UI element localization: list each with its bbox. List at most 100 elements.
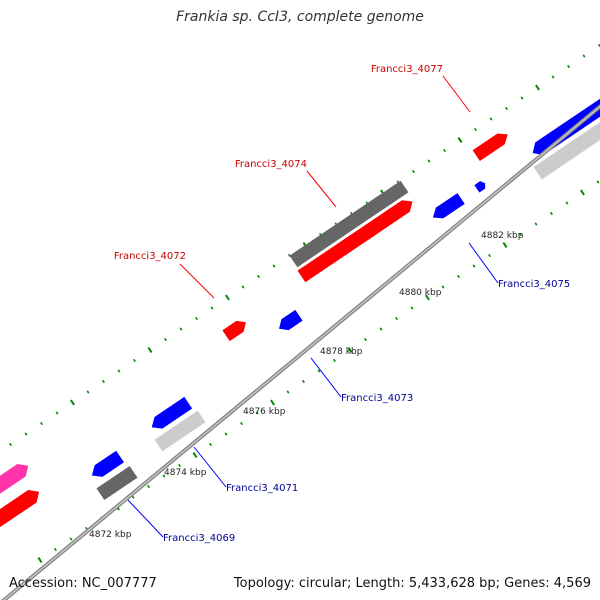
tick-mark: [565, 201, 569, 205]
tick-mark: [534, 222, 538, 226]
cds-francci3-4074-dark: [289, 180, 409, 268]
tick-mark: [162, 474, 166, 478]
tick-mark: [286, 390, 290, 394]
tick-mark: [519, 232, 522, 237]
tick-mark: [347, 347, 353, 353]
tick-mark: [317, 369, 321, 373]
tick-mark: [192, 452, 198, 458]
gene-label-francci3-4077: Francci3_4077: [371, 64, 443, 75]
gene-francci3-4072-red: [222, 320, 246, 342]
gene-francci3-4073-blue: [279, 309, 303, 331]
gene-label-francci3-4069: Francci3_4069: [163, 533, 235, 544]
tick-mark: [425, 294, 430, 301]
tick-mark: [333, 358, 336, 363]
tick-mark: [412, 169, 415, 174]
tick-mark: [86, 390, 90, 394]
label-layer: 4872 kbp 4874 kbp 4876 kbp 4878 kbp 4880 kbp…: [89, 64, 570, 544]
tick-mark: [364, 337, 367, 342]
gene-label-francci3-4072: Francci3_4072: [114, 251, 186, 262]
cds-light-right: [533, 122, 600, 180]
tick-mark: [225, 294, 230, 301]
tick-mark: [302, 379, 305, 384]
feature-pink-left: [0, 463, 29, 494]
cds-francci3-4069-dark: [96, 466, 138, 500]
gene-francci3-4074-red: [297, 200, 413, 283]
tick-layer: [9, 43, 600, 563]
leader-line-francci3-4077: [442, 75, 471, 113]
tick-mark: [69, 537, 73, 541]
tick-mark: [441, 285, 445, 289]
tick-mark: [596, 180, 600, 184]
tick-mark: [178, 463, 181, 468]
tick-mark: [580, 189, 585, 196]
tick-mark: [474, 127, 477, 132]
tick-mark: [395, 316, 398, 321]
map-title: Frankia sp. CcI3, complete genome: [176, 9, 424, 25]
leader-line-francci3-4072: [179, 263, 215, 299]
feature-red-left: [0, 490, 40, 528]
tick-mark: [133, 358, 136, 363]
tick-mark: [102, 379, 105, 384]
genome-summary: Topology: circular; Length: 5,433,628 bp…: [233, 576, 591, 591]
leader-line-francci3-4073: [310, 357, 342, 398]
tick-mark: [24, 432, 28, 436]
tick-mark: [70, 399, 75, 406]
scale-tick-label: 4872 kbp: [89, 530, 132, 540]
gene-label-francci3-4071: Francci3_4071: [226, 483, 298, 494]
tick-mark: [240, 421, 243, 426]
tick-mark: [457, 137, 463, 143]
leader-line-francci3-4069: [127, 499, 164, 538]
tick-mark: [410, 306, 414, 310]
gene-blue-right: [532, 98, 600, 155]
tick-mark: [502, 242, 508, 248]
tick-mark: [551, 75, 555, 79]
gene-label-francci3-4075: Francci3_4075: [498, 279, 570, 290]
tick-mark: [195, 316, 198, 321]
tick-mark: [489, 117, 493, 121]
tick-mark: [164, 337, 167, 342]
leader-line-francci3-4075: [468, 242, 499, 284]
tick-mark: [257, 274, 260, 279]
tick-mark: [210, 306, 214, 310]
tick-mark: [179, 327, 183, 331]
tick-mark: [147, 484, 150, 489]
tick-mark: [270, 399, 275, 406]
backbone-highlight: [3, 105, 600, 600]
tick-mark: [379, 327, 383, 331]
tick-mark: [117, 369, 121, 373]
scale-tick-label: 4880 kbp: [399, 288, 442, 298]
tick-mark: [272, 264, 276, 268]
tick-mark: [582, 54, 586, 58]
tick-mark: [147, 347, 153, 353]
tick-mark: [427, 159, 431, 163]
leader-line-francci3-4071: [193, 446, 227, 488]
tick-mark: [488, 253, 491, 258]
tick-mark: [209, 442, 212, 447]
tick-mark: [54, 547, 57, 552]
gene-francci3-4077-red: [472, 133, 508, 162]
tick-mark: [9, 442, 12, 447]
accession-text: Accession: NC_007777: [9, 576, 157, 591]
tick-mark: [535, 84, 540, 91]
leader-line-francci3-4074: [306, 170, 337, 208]
tick-mark: [567, 64, 570, 69]
scale-tick-label: 4874 kbp: [164, 468, 207, 478]
tick-mark: [40, 421, 43, 426]
backbone-layer: [1, 103, 600, 600]
tick-mark: [520, 96, 524, 100]
tick-mark: [472, 264, 476, 268]
feature-small-blue: [474, 181, 486, 193]
gene-francci3-4069-blue: [91, 450, 125, 477]
scale-tick-label: 4876 kbp: [243, 407, 286, 417]
gene-label-francci3-4073: Francci3_4073: [341, 393, 413, 404]
gene-label-francci3-4074: Francci3_4074: [235, 159, 307, 170]
tick-mark: [457, 274, 460, 279]
tick-mark: [224, 432, 228, 436]
scale-tick-label: 4878 kbp: [320, 347, 363, 357]
cds-francci3-4071-light: [154, 410, 206, 452]
tick-mark: [550, 211, 553, 216]
feature-layer: [0, 98, 600, 528]
tick-mark: [255, 411, 259, 415]
tick-mark: [55, 411, 59, 415]
